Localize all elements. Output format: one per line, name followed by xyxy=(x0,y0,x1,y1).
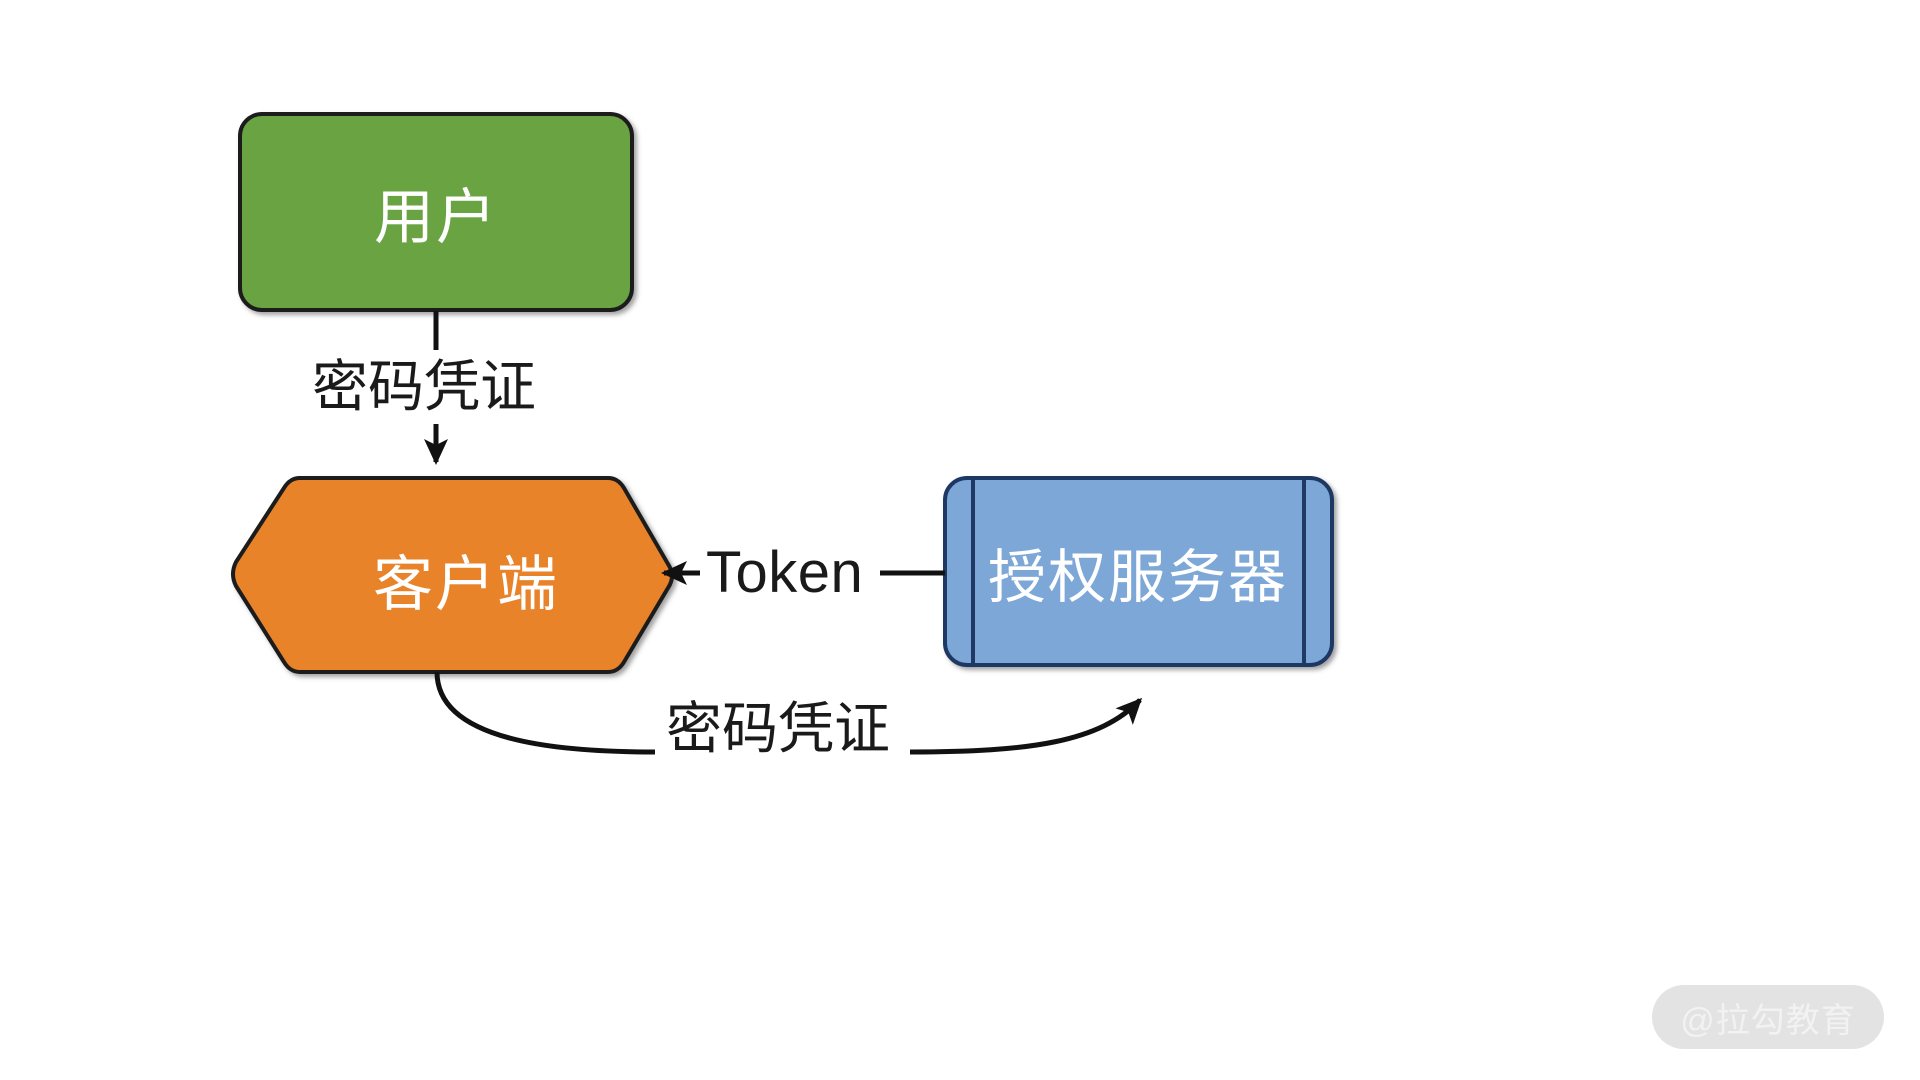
watermark-badge: @拉勾教育 xyxy=(1652,985,1884,1049)
node-auth-server-shape[interactable] xyxy=(943,476,1334,667)
node-client-shape[interactable] xyxy=(231,476,674,674)
edge-label-client-to-auth: 密码凭证 xyxy=(660,699,896,759)
edge-label-auth-to-client: Token xyxy=(700,542,870,604)
node-user-shape[interactable] xyxy=(238,112,634,312)
edge-client-to-auth xyxy=(434,671,1143,755)
edge-label-user-to-client: 密码凭证 xyxy=(306,357,542,417)
